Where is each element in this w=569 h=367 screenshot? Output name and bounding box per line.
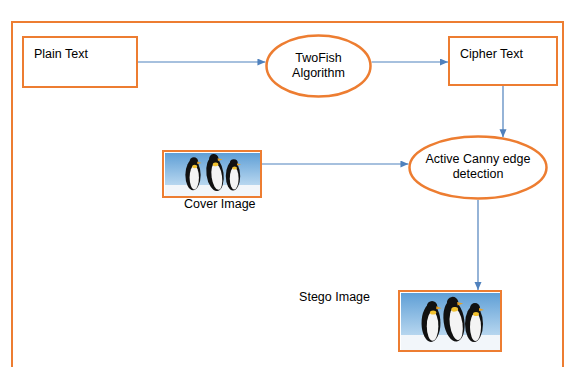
process-box: Cipher Text <box>448 36 558 86</box>
flow-arrow <box>502 86 503 137</box>
node-label: Plain Text <box>34 47 126 62</box>
flow-arrow <box>138 61 265 62</box>
image-box: Stego Image <box>398 290 502 352</box>
flow-arrow <box>372 61 448 62</box>
process-box: Plain Text <box>22 36 138 88</box>
ellipse-shape <box>267 36 371 97</box>
image-caption: Cover Image <box>184 197 256 212</box>
node-label: TwoFish Algorithm <box>278 51 359 81</box>
process-ellipse: TwoFish Algorithm <box>265 34 372 98</box>
ellipse-shape <box>410 137 547 199</box>
flow-arrow <box>477 200 478 290</box>
penguin-picture <box>401 293 500 350</box>
node-label: Cipher Text <box>460 47 546 62</box>
image-caption: Stego Image <box>299 290 370 305</box>
image-box: Cover Image <box>162 150 262 198</box>
node-label: Active Canny edge detection <box>425 152 531 182</box>
penguin-picture <box>165 153 260 196</box>
text-area: TwoFish Algorithm <box>278 43 359 89</box>
process-ellipse: Active Canny edge detection <box>408 135 548 200</box>
flow-arrow <box>262 163 408 164</box>
frame-line <box>12 22 563 367</box>
text-area: Active Canny edge detection <box>425 144 531 191</box>
